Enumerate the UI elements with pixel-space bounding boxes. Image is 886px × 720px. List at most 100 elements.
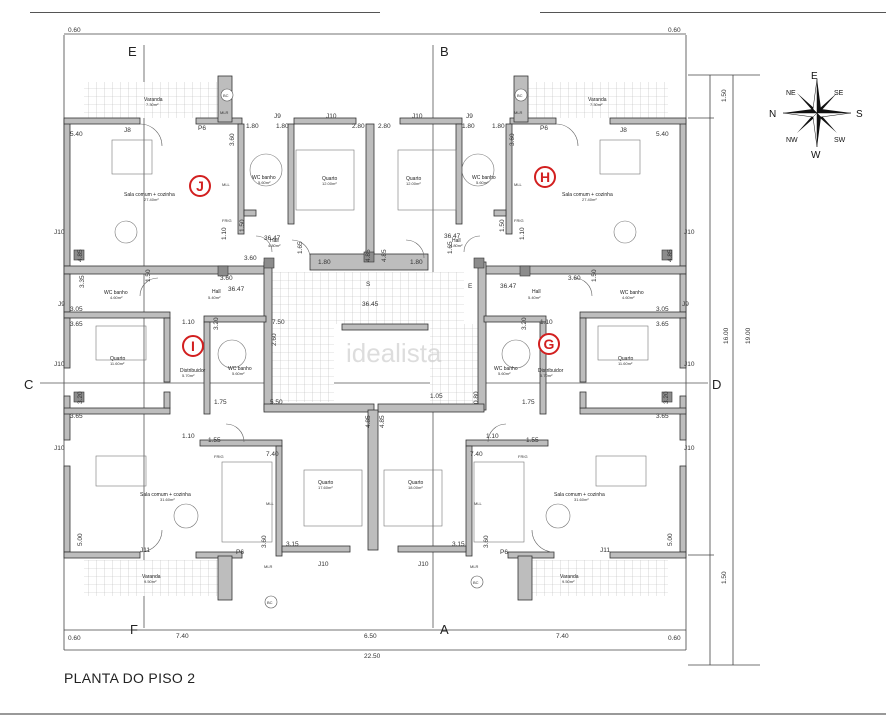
svg-text:J10: J10 — [684, 445, 695, 452]
svg-text:MLR: MLR — [220, 110, 229, 115]
svg-text:1.10: 1.10 — [519, 227, 526, 240]
svg-text:1.10: 1.10 — [182, 319, 195, 326]
svg-text:5.00: 5.00 — [77, 533, 84, 546]
svg-text:3.65: 3.65 — [70, 413, 83, 420]
svg-text:J8: J8 — [124, 127, 131, 134]
svg-text:MLR: MLR — [470, 564, 479, 569]
varanda-bl-tiles — [84, 560, 224, 596]
svg-text:FRIG: FRIG — [214, 454, 224, 459]
svg-text:Hall: Hall — [452, 238, 461, 244]
svg-text:BC: BC — [267, 600, 273, 605]
svg-text:7.40: 7.40 — [556, 633, 569, 640]
svg-text:J9: J9 — [274, 113, 281, 120]
compass-se: SE — [834, 90, 844, 97]
watermark: idealista — [346, 338, 442, 368]
svg-text:WC banho: WC banho — [252, 175, 276, 181]
svg-text:3.60: 3.60 — [229, 133, 236, 146]
svg-text:BC: BC — [473, 580, 479, 585]
svg-text:5.70m²: 5.70m² — [182, 373, 195, 378]
doors — [139, 123, 593, 553]
svg-text:MLL: MLL — [266, 501, 275, 506]
svg-text:1.80: 1.80 — [246, 123, 259, 130]
varanda-tr-tiles — [528, 82, 668, 118]
svg-text:Quarto: Quarto — [618, 356, 634, 362]
svg-text:Varanda: Varanda — [588, 97, 607, 103]
svg-text:3.20: 3.20 — [521, 317, 528, 330]
svg-text:5.40: 5.40 — [70, 131, 83, 138]
room-labels: Varanda 7.30m² Sala comum + cozinha 27.4… — [104, 97, 644, 584]
svg-text:5.40m²: 5.40m² — [528, 295, 541, 300]
svg-text:1.80: 1.80 — [318, 259, 331, 266]
svg-text:22.50: 22.50 — [364, 653, 381, 660]
axis-label-e: E — [128, 44, 137, 59]
svg-text:7.40: 7.40 — [470, 451, 483, 458]
svg-text:5.60m²: 5.60m² — [476, 180, 489, 185]
svg-text:I: I — [191, 338, 195, 354]
svg-text:5.60m²: 5.60m² — [232, 371, 245, 376]
svg-text:31.60m²: 31.60m² — [160, 497, 175, 502]
svg-text:3.60: 3.60 — [568, 275, 581, 282]
svg-text:36.47: 36.47 — [444, 233, 461, 240]
axis-label-b: B — [440, 44, 449, 59]
svg-text:1.50: 1.50 — [721, 571, 728, 584]
svg-text:4.85: 4.85 — [381, 249, 388, 262]
svg-text:3.15: 3.15 — [452, 541, 465, 548]
svg-text:3.20: 3.20 — [77, 391, 84, 404]
svg-text:J11: J11 — [600, 547, 610, 554]
svg-text:3.60: 3.60 — [244, 255, 257, 262]
svg-text:1.65: 1.65 — [297, 241, 304, 254]
svg-text:1.50: 1.50 — [145, 269, 152, 282]
svg-text:J10: J10 — [54, 361, 65, 368]
apartment-badge-g: G — [538, 333, 560, 355]
svg-text:36.45: 36.45 — [362, 301, 379, 308]
svg-text:J10: J10 — [318, 561, 329, 568]
svg-text:9.50m²: 9.50m² — [562, 579, 575, 584]
svg-text:36.47: 36.47 — [264, 235, 281, 242]
svg-text:MLL: MLL — [222, 182, 231, 187]
svg-text:3.60: 3.60 — [220, 275, 233, 282]
svg-text:4.60m²: 4.60m² — [110, 295, 123, 300]
compass-w: W — [811, 150, 821, 161]
svg-text:J9: J9 — [58, 301, 65, 308]
svg-text:3.15: 3.15 — [286, 541, 299, 548]
apartment-badge-h: H — [534, 166, 556, 188]
svg-text:Varanda: Varanda — [560, 574, 579, 580]
fixture-labels: BC MLR BC MLR BC MLR BC MLR FRIG FRIG ML… — [214, 88, 528, 609]
svg-text:MLL: MLL — [514, 182, 523, 187]
svg-text:3.05: 3.05 — [70, 306, 83, 313]
svg-text:0.80: 0.80 — [473, 391, 480, 404]
svg-text:1.75: 1.75 — [214, 399, 227, 406]
header-line-right — [540, 12, 886, 13]
svg-text:Quarto: Quarto — [322, 176, 338, 182]
svg-text:Quarto: Quarto — [406, 176, 422, 182]
svg-text:1.50: 1.50 — [499, 219, 506, 232]
svg-text:1.10: 1.10 — [486, 433, 499, 440]
svg-text:1.50: 1.50 — [239, 219, 246, 232]
svg-text:3.65: 3.65 — [656, 321, 669, 328]
svg-text:0.60: 0.60 — [68, 27, 81, 34]
svg-text:J9: J9 — [466, 113, 473, 120]
svg-text:FRIG: FRIG — [518, 454, 528, 459]
svg-text:WC banho: WC banho — [104, 290, 128, 296]
svg-text:Distribuidor: Distribuidor — [538, 368, 564, 374]
svg-text:4.85: 4.85 — [365, 249, 372, 262]
svg-text:0.60: 0.60 — [668, 27, 681, 34]
svg-text:11.60m²: 11.60m² — [618, 361, 633, 366]
svg-text:BC: BC — [223, 93, 229, 98]
svg-text:P6: P6 — [540, 125, 548, 132]
varanda-br-tiles — [528, 560, 668, 596]
svg-text:5.40: 5.40 — [656, 131, 669, 138]
svg-text:J10: J10 — [54, 229, 65, 236]
svg-text:Distribuidor: Distribuidor — [180, 368, 206, 374]
svg-text:4.85: 4.85 — [667, 249, 674, 262]
stair-tiles — [272, 324, 334, 402]
compass-l: N — [769, 109, 776, 120]
svg-text:J10: J10 — [54, 445, 65, 452]
axis-label-d: D — [712, 377, 721, 392]
svg-text:3.60: 3.60 — [261, 535, 268, 548]
svg-text:1.55: 1.55 — [208, 437, 221, 444]
svg-text:S: S — [366, 281, 371, 288]
svg-text:Quarto: Quarto — [408, 480, 424, 486]
dimension-labels: 0.60 0.60 0.60 0.60 7.40 6.50 7.40 22.50… — [54, 27, 752, 660]
